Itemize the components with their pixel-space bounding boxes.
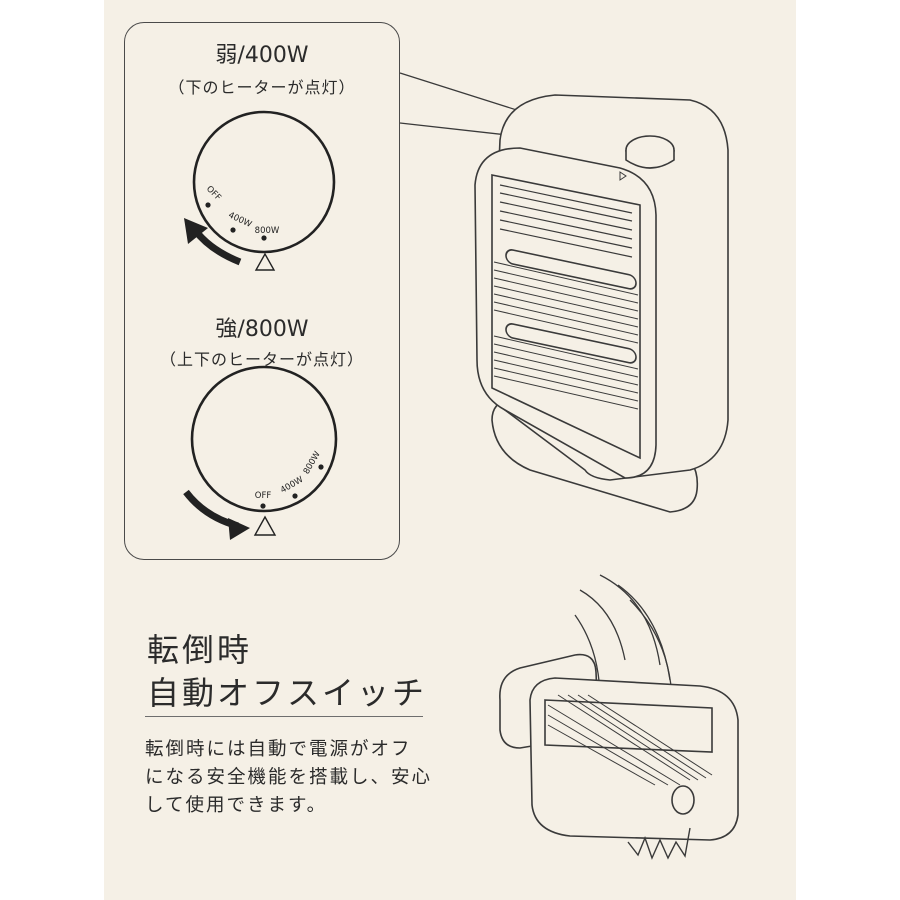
tipped-heater-knob	[671, 785, 695, 815]
dial-high-label-off: OFF	[255, 491, 272, 501]
feature-heading-line2: 自動オフスイッチ	[147, 674, 428, 712]
dial-low-indicator	[254, 252, 276, 271]
heater-upright-illustration	[474, 94, 729, 513]
heater-tipped-illustration	[499, 574, 739, 860]
feature-description-line2: になる安全機能を搭載し、安心	[145, 767, 433, 788]
dial-low-label-800w: 800W	[255, 226, 280, 236]
mode-high-title: 強/800W	[215, 317, 309, 342]
dial-high-indicator	[253, 515, 277, 536]
feature-divider	[145, 716, 423, 717]
feature-description-line3: して使用できます。	[145, 795, 328, 816]
feature-heading-line1: 転倒時	[147, 631, 253, 669]
feature-description-line1: 転倒時には自動で電源がオフ	[145, 739, 412, 760]
mode-low-title: 弱/400W	[215, 43, 309, 68]
mode-high-subtitle: （上下のヒーターが点灯）	[159, 350, 364, 369]
mode-low-subtitle: （下のヒーターが点灯）	[168, 78, 356, 97]
dial-low: OFF 400W 800W	[184, 110, 336, 271]
dial-high: OFF 400W 800W	[183, 365, 338, 540]
